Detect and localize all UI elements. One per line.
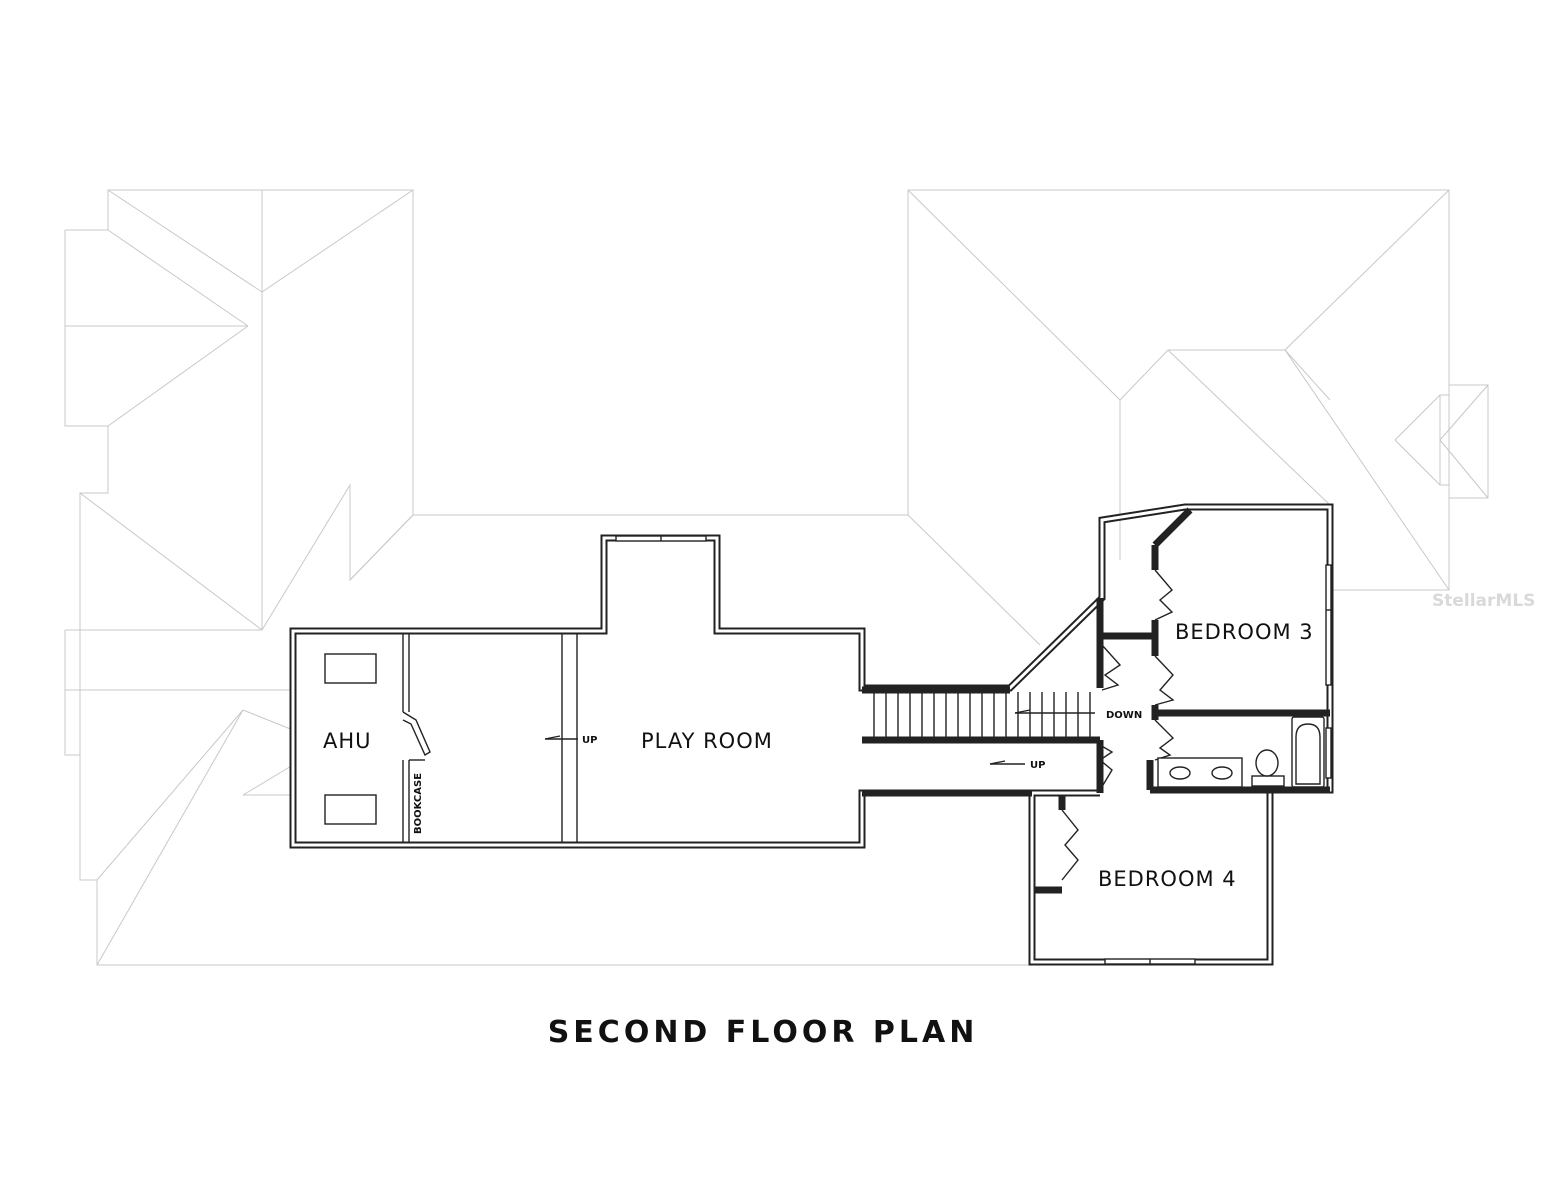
bookcase-label: BOOKCASE bbox=[413, 773, 424, 834]
stair-treads bbox=[873, 692, 1091, 738]
roof-outline bbox=[64, 189, 1489, 966]
interior-walls bbox=[402, 507, 1330, 894]
room-label-play-room: PLAY ROOM bbox=[641, 729, 773, 753]
up-label-hall: UP bbox=[1030, 760, 1045, 771]
toilet-bowl bbox=[1255, 749, 1279, 777]
direction-arrows bbox=[544, 709, 1095, 765]
room-label-bedroom-4: BEDROOM 4 bbox=[1098, 867, 1237, 891]
up-label-playroom: UP bbox=[582, 735, 597, 746]
ahu-units bbox=[324, 653, 377, 825]
tub-basin bbox=[1295, 723, 1321, 785]
room-label-ahu: AHU bbox=[323, 729, 372, 753]
toilet-tank bbox=[1251, 775, 1285, 787]
watermark: StellarMLS bbox=[1432, 591, 1535, 611]
windows bbox=[615, 535, 1332, 965]
ahu-unit-top bbox=[324, 653, 377, 684]
ahu-unit-bottom bbox=[324, 794, 377, 825]
doors bbox=[402, 569, 1175, 881]
room-label-bedroom-3: BEDROOM 3 bbox=[1175, 620, 1314, 644]
drawing-title: SECOND FLOOR PLAN bbox=[548, 1015, 979, 1050]
bathroom-fixtures bbox=[1157, 716, 1325, 788]
sink-left bbox=[1169, 766, 1191, 780]
sink-right bbox=[1211, 766, 1233, 780]
down-label-stair: DOWN bbox=[1106, 710, 1142, 721]
exterior-walls bbox=[289, 503, 1334, 966]
